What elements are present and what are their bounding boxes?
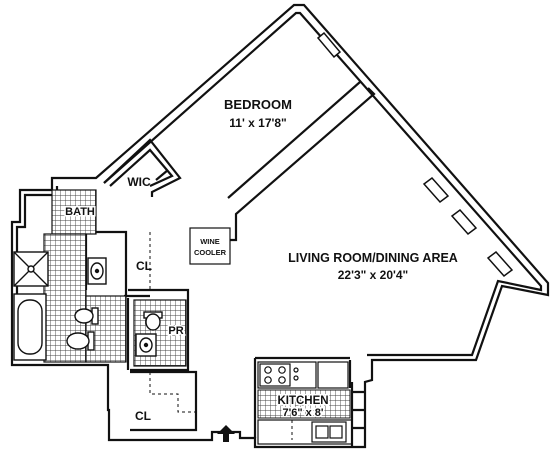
powder-room-label: PR [168, 325, 183, 337]
sink-icon [135, 333, 157, 357]
sink-icon [311, 421, 347, 443]
stove-icon [259, 363, 299, 387]
bath-label: BATH [65, 206, 95, 218]
window-segments [316, 31, 514, 278]
living-dims: 22'3" x 20'4" [338, 268, 408, 282]
bedroom-name: BEDROOM [224, 97, 292, 112]
sink-icon [87, 257, 107, 285]
bathtub-icon [13, 293, 47, 361]
toilet-icon [66, 307, 99, 351]
closet-upper-label: CL [136, 259, 152, 273]
kitchen-tile [257, 389, 351, 419]
toilet-icon [143, 311, 163, 331]
wic-label: WIC [127, 175, 151, 189]
wine-cooler [189, 227, 231, 265]
interior-walls [84, 81, 376, 447]
kitchen-name: KITCHEN [277, 395, 328, 407]
entry-arrow-icon [217, 425, 235, 442]
wine-cooler-line2: COOLER [194, 248, 227, 257]
closet-lower-label: CL [135, 409, 151, 423]
kitchen-lower-counter [257, 419, 353, 445]
wine-cooler-line1: WINE [200, 237, 220, 246]
shower-icon [13, 251, 49, 287]
living-name: LIVING ROOM/DINING AREA [288, 251, 458, 265]
kitchen-dims: 7'6" x 8' [282, 407, 323, 419]
bath-tile [43, 189, 187, 367]
bedroom-dims: 11' x 17'8" [229, 116, 286, 130]
